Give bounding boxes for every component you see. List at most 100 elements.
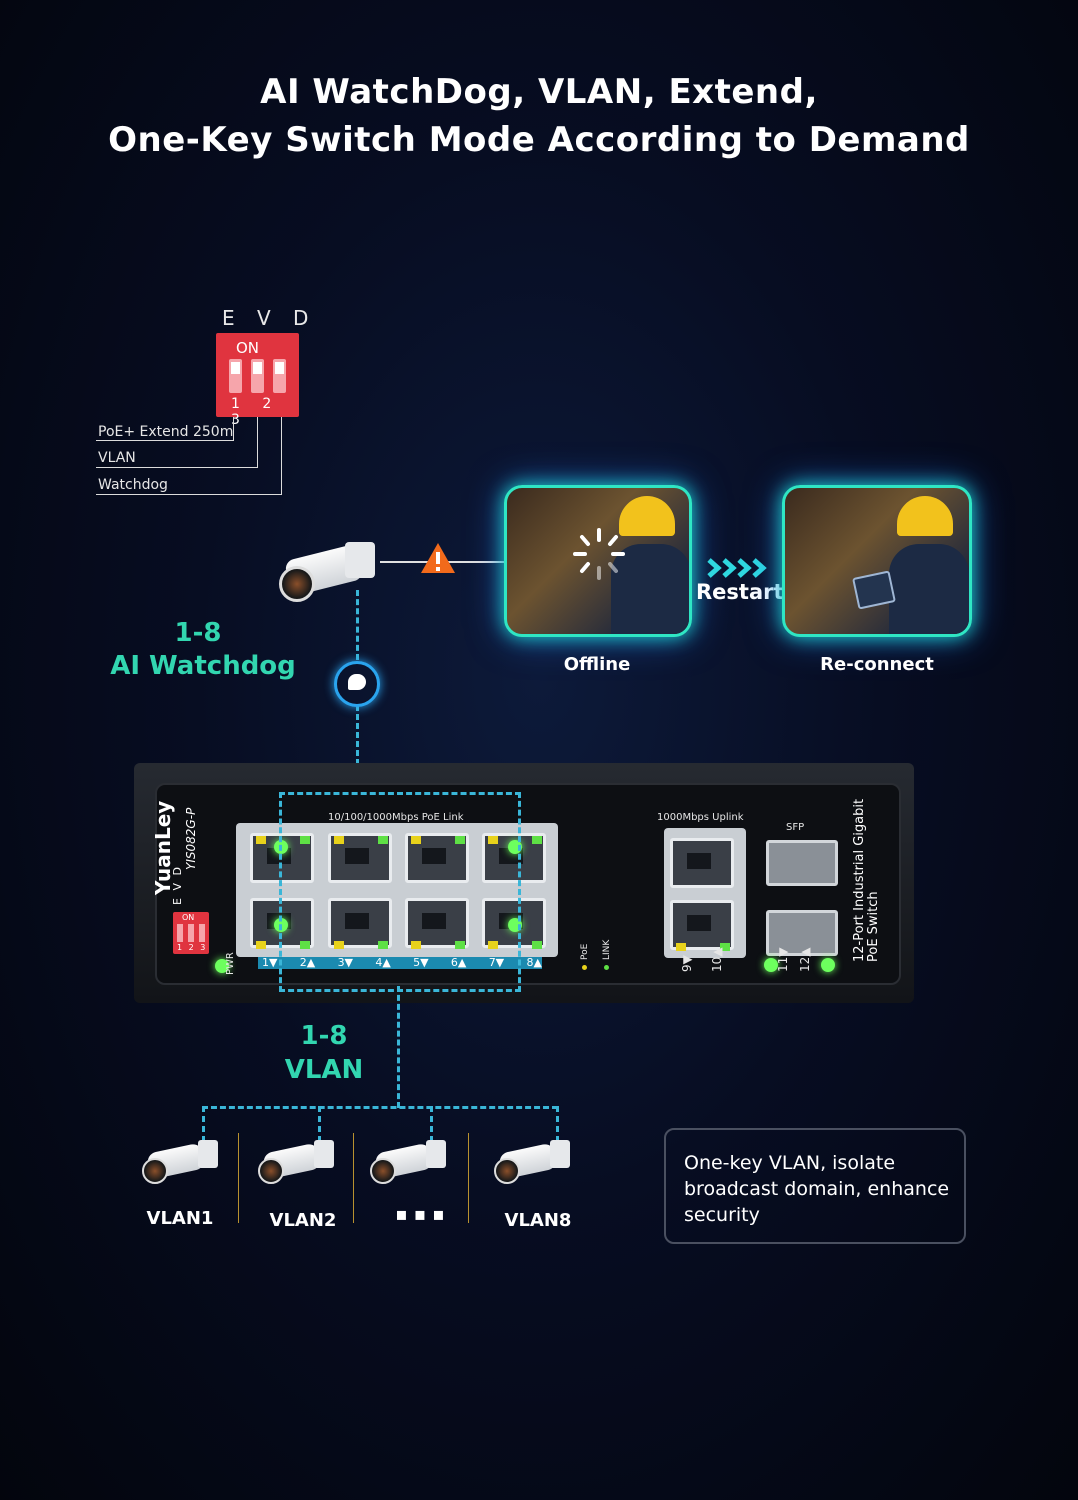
vlan-dashed-drop-8: [556, 1106, 559, 1142]
rj45-port-9: [670, 838, 734, 888]
rj45-port-6: [405, 898, 469, 948]
port-led: [334, 941, 344, 949]
pwr-led: [215, 959, 229, 973]
vlan-ellipsis: ▪ ▪ ▪: [395, 1204, 445, 1225]
port-number-4: 4▲: [375, 956, 391, 969]
vlan-camera-8: [492, 1140, 572, 1190]
port-led: [378, 941, 388, 949]
port-led: [532, 941, 542, 949]
restart-label: Restart: [696, 580, 784, 604]
product-line-2: PoE Switch: [866, 891, 881, 962]
vlan-divider: [468, 1133, 469, 1223]
dip-toggle-1: [229, 359, 242, 393]
offline-video-frame: [504, 485, 692, 637]
reconnect-label: Re-connect: [820, 654, 934, 675]
product-line-1: 12-Port Industrial Gigabit: [852, 798, 867, 962]
switch-side-letters: E V D: [171, 865, 184, 905]
sfp-led-11: [764, 958, 778, 972]
vlan-divider: [353, 1133, 354, 1223]
port-number-7: 7▼: [488, 956, 505, 969]
sfp-led-12: [821, 958, 835, 972]
port-led: [411, 941, 421, 949]
vlan-camera-label-2: VLAN2: [269, 1210, 337, 1231]
dip-switch: ON 1 2 3: [216, 333, 299, 428]
port-number-5: 5▼: [413, 956, 429, 969]
port-led: [300, 941, 310, 949]
port-number-2: 2▲: [299, 956, 316, 969]
vlan-dashed-trunk: [397, 986, 400, 1108]
dip-letters: E V D: [222, 306, 317, 330]
port-number-3: 3▼: [337, 956, 354, 969]
rj45-port-10: [670, 900, 734, 950]
watchdog-label: AI Watchdog: [110, 651, 296, 681]
port-number-6: 6▲: [450, 956, 467, 969]
vlan-dashed-drop-3: [430, 1106, 433, 1142]
sfp-port-11: [766, 840, 838, 886]
vlan-label: VLAN: [284, 1055, 364, 1085]
switch-dip: ON 1 2 3: [173, 912, 209, 954]
poe-legend-dot: [582, 965, 587, 970]
dip-label-vlan: VLAN: [98, 450, 136, 466]
port-led: [256, 836, 266, 844]
switch-dip-on: ON: [182, 913, 195, 922]
port-number-8: 8▲: [526, 956, 542, 969]
port-led: [720, 943, 730, 951]
port-led: [378, 836, 388, 844]
sfp-port-12: [766, 910, 838, 956]
sfp-number-11: 11▼: [776, 947, 790, 973]
rj45-port-4: [328, 898, 392, 948]
link-legend-label: LINK: [602, 939, 612, 960]
leader-line-1: [96, 417, 234, 441]
vlan-camera-2: [256, 1140, 336, 1190]
vlan-camera-1: [140, 1140, 220, 1190]
vlan-camera-label-1: VLAN1: [146, 1208, 214, 1229]
port-led: [488, 836, 498, 844]
port-led: [411, 836, 421, 844]
dip-toggle-3: [273, 359, 286, 393]
port-led: [334, 836, 344, 844]
offline-label: Offline: [563, 654, 631, 675]
link-legend-dot: [604, 965, 609, 970]
port-led: [532, 836, 542, 844]
watchdog-dashed-line-bottom: [356, 705, 359, 792]
vlan-note-box: One-key VLAN, isolate broadcast domain, …: [664, 1128, 966, 1244]
vlan-divider: [238, 1133, 239, 1223]
vlan-dashed-branch: [202, 1106, 558, 1109]
vlan-camera-label-8: VLAN8: [504, 1210, 572, 1231]
port-led: [256, 941, 266, 949]
sfp-number-12: 12▲: [798, 947, 812, 973]
title-line-2: One-Key Switch Mode According to Demand: [108, 120, 970, 160]
port-led: [455, 836, 465, 844]
vlan-dashed-drop-1: [202, 1106, 205, 1142]
dip-on-label: ON: [236, 339, 260, 357]
port-led: [488, 941, 498, 949]
dip-numbers: 1 2 3: [231, 396, 281, 428]
leader-line-2: [96, 417, 258, 468]
leader-line-3: [96, 417, 282, 495]
dip-label-extend: PoE+ Extend 250m: [98, 424, 234, 440]
vlan-dashed-drop-2: [318, 1106, 321, 1142]
uplink-number-9: 9▼: [680, 955, 694, 972]
vlan-camera-3: [368, 1140, 448, 1190]
dip-label-watchdog: Watchdog: [98, 477, 168, 493]
ports-1-8-dashed-box: [279, 792, 521, 992]
vlan-range: 1-8: [300, 1021, 348, 1051]
poe-legend-label: PoE: [580, 943, 590, 960]
watchdog-dog-icon: [334, 661, 380, 707]
port-led: [676, 943, 686, 951]
title-line-1: AI WatchDog, VLAN, Extend,: [260, 72, 818, 112]
poe-group-label: 10/100/1000Mbps PoE Link: [328, 812, 464, 823]
watchdog-dashed-line-top: [356, 590, 359, 660]
port-led: [300, 836, 310, 844]
warning-icon: [421, 543, 455, 573]
port-number-strip: [258, 957, 542, 969]
uplink-number-10: 10▲: [710, 947, 724, 973]
reconnect-video-frame: [782, 485, 972, 637]
port-led: [455, 941, 465, 949]
switch-model: YIS082G-P: [184, 807, 198, 870]
watchdog-camera: [275, 540, 385, 610]
rj45-port-5: [405, 833, 469, 883]
uplink-label: 1000Mbps Uplink: [657, 812, 744, 823]
loading-spinner-icon: [573, 528, 625, 580]
switch-dip-numbers: 1 2 3: [177, 943, 208, 952]
